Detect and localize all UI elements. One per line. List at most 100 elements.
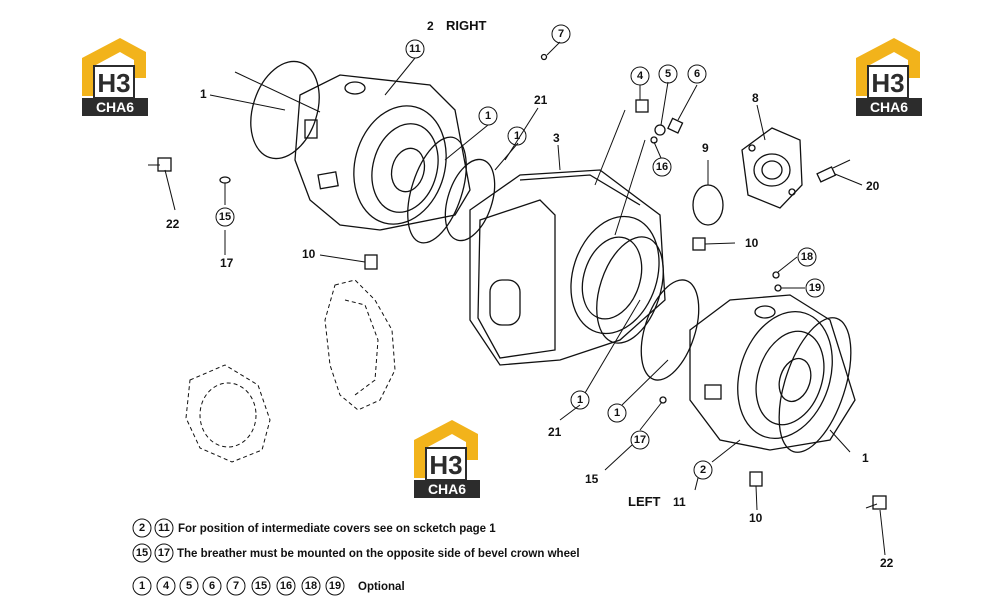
- part-19-piece: [774, 284, 782, 292]
- label-right: RIGHT: [446, 18, 487, 33]
- svg-text:7: 7: [558, 28, 564, 40]
- svg-text:11: 11: [409, 43, 421, 55]
- washer-5: [654, 124, 666, 136]
- left-cover-housing: [689, 294, 856, 451]
- plug-10-right: [692, 237, 706, 251]
- svg-text:11: 11: [158, 522, 170, 534]
- logo-top-text: H3: [97, 68, 130, 98]
- logo-bottom-text: CHA6: [428, 481, 466, 497]
- logo-bottom-text: CHA6: [870, 99, 908, 115]
- svg-text:1: 1: [514, 130, 520, 142]
- gasket-left: [640, 279, 700, 381]
- o-ring-right-end: [778, 317, 852, 453]
- svg-text:5: 5: [665, 68, 671, 80]
- svg-text:2: 2: [139, 522, 145, 534]
- part-17-piece: [659, 396, 667, 404]
- label-11-left: 11: [673, 495, 686, 509]
- svg-text:19: 19: [329, 580, 341, 592]
- label-15-bottom: 15: [585, 472, 599, 486]
- label-10-left: 10: [302, 247, 316, 261]
- bolt-20: [816, 159, 851, 183]
- flange-8: [741, 127, 803, 209]
- plug-10-bottom: [749, 471, 763, 487]
- logo-top-text: H3: [429, 450, 462, 480]
- callout-7: 7: [551, 24, 571, 44]
- svg-text:18: 18: [305, 580, 317, 592]
- svg-text:19: 19: [809, 282, 821, 294]
- callout-6: 6: [687, 64, 707, 84]
- label-8: 8: [752, 91, 759, 105]
- leader-lines: [148, 41, 886, 556]
- logo-top-right: H3 CHA6: [856, 38, 922, 116]
- central-housing: [469, 169, 666, 366]
- o-ring-right-middle: [407, 136, 467, 244]
- plug-22-right: [872, 495, 887, 510]
- callout-16: 16: [652, 157, 672, 177]
- part-18-piece: [772, 271, 780, 279]
- label-22-left: 22: [166, 217, 180, 231]
- label-1-right: 1: [862, 451, 869, 465]
- callout-1-c: 1: [570, 390, 590, 410]
- svg-text:7: 7: [233, 580, 239, 592]
- callout-4: 4: [630, 66, 650, 86]
- callout-11-top: 11: [405, 39, 425, 59]
- gasket-right: [444, 158, 496, 242]
- callout-15-left: 15: [215, 207, 235, 227]
- svg-text:4: 4: [637, 70, 644, 82]
- callout-17-right: 17: [630, 430, 650, 450]
- plug-6: [667, 117, 684, 134]
- svg-text:1: 1: [485, 110, 491, 122]
- callout-1-b: 1: [507, 126, 527, 146]
- note-row-3: 1 4 5 6 7 15 16 18 19 Optional: [132, 576, 405, 596]
- label-22-right: 22: [880, 556, 894, 570]
- label-3: 3: [553, 131, 560, 145]
- svg-text:17: 17: [158, 547, 170, 559]
- label-1-left: 1: [200, 87, 207, 101]
- logo-top-left: H3 CHA6: [82, 38, 148, 116]
- svg-text:17: 17: [634, 434, 646, 446]
- label-21-bottom: 21: [548, 425, 562, 439]
- label-left: LEFT: [628, 494, 661, 509]
- callout-2-left: 2: [693, 460, 713, 480]
- callout-19: 19: [805, 278, 825, 298]
- svg-text:15: 15: [219, 211, 231, 223]
- label-17-left: 17: [220, 256, 234, 270]
- logo-bottom-text: CHA6: [96, 99, 134, 115]
- svg-text:6: 6: [694, 68, 700, 80]
- svg-text:16: 16: [280, 580, 292, 592]
- part-7-piece: [540, 53, 548, 61]
- label-20: 20: [866, 179, 880, 193]
- note-row-1: 2 11 For position of intermediate covers…: [132, 518, 496, 538]
- logo-top-text: H3: [871, 68, 904, 98]
- callout-5: 5: [658, 64, 678, 84]
- note-row-2: 15 17 The breather must be mounted on th…: [132, 543, 580, 563]
- label-2-right: 2: [427, 19, 434, 33]
- note-2-text: The breather must be mounted on the oppo…: [177, 548, 580, 560]
- svg-text:4: 4: [163, 580, 170, 592]
- o-ring-left-middle: [596, 236, 664, 344]
- right-cover-housing: [294, 74, 471, 231]
- part-15-piece: [219, 176, 231, 184]
- note-3-text: Optional: [358, 581, 405, 593]
- label-10-right: 10: [745, 236, 759, 250]
- svg-text:1: 1: [577, 394, 583, 406]
- label-10-bottom: 10: [749, 511, 763, 525]
- logo-center: H3 CHA6: [414, 420, 480, 498]
- svg-text:5: 5: [186, 580, 192, 592]
- callout-18: 18: [797, 247, 817, 267]
- svg-text:15: 15: [255, 580, 267, 592]
- breather-plug-4: [635, 99, 649, 113]
- gasket-sketch-2: [185, 364, 271, 463]
- svg-text:1: 1: [614, 407, 620, 419]
- callout-1-d: 1: [607, 403, 627, 423]
- svg-text:16: 16: [656, 161, 668, 173]
- gasket-sketch-1: [324, 279, 396, 411]
- svg-text:6: 6: [209, 580, 215, 592]
- callout-1-a: 1: [478, 106, 498, 126]
- svg-text:1: 1: [139, 580, 145, 592]
- label-21-top: 21: [534, 93, 548, 107]
- label-9: 9: [702, 141, 709, 155]
- svg-text:15: 15: [136, 547, 148, 559]
